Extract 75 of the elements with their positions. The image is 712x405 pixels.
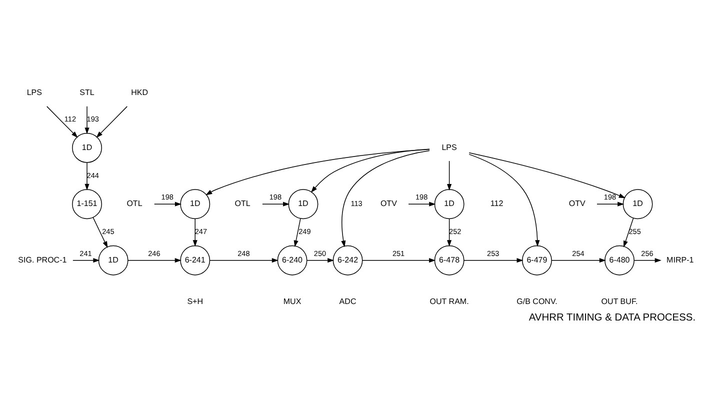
node-text: OTV bbox=[568, 198, 586, 208]
arrow bbox=[468, 153, 540, 246]
arrow bbox=[624, 217, 634, 247]
node-circle: 6-240 bbox=[277, 244, 308, 275]
node-text: STL bbox=[80, 88, 94, 97]
node-text: OTL bbox=[234, 198, 250, 208]
node-circle: 1D bbox=[622, 188, 653, 219]
arrow bbox=[596, 201, 624, 206]
arrow bbox=[154, 201, 182, 206]
node-text: MIRP-1 bbox=[666, 254, 694, 264]
edge-label: 251 bbox=[392, 248, 405, 258]
arrow bbox=[210, 258, 278, 262]
arrow bbox=[46, 106, 78, 138]
arrow bbox=[192, 218, 198, 246]
edge-label: 113 bbox=[350, 198, 362, 208]
node-label: G/B CONV. bbox=[516, 296, 558, 306]
edge-label: 246 bbox=[148, 248, 160, 258]
node-circle: 1D bbox=[288, 188, 318, 219]
arrow bbox=[362, 258, 436, 262]
arrow bbox=[468, 152, 626, 198]
node-circle: 6-480 bbox=[604, 244, 634, 275]
edge-label: 198 bbox=[415, 192, 428, 202]
edge-label: 249 bbox=[298, 226, 311, 236]
edge-label: 112 bbox=[64, 114, 76, 124]
node-label: OUT BUF. bbox=[601, 296, 638, 306]
node-circle: 1D bbox=[434, 188, 464, 219]
arrow bbox=[84, 106, 90, 134]
arrow bbox=[306, 258, 334, 262]
node-text: OTL bbox=[126, 198, 142, 208]
edge-label: 245 bbox=[102, 226, 114, 236]
label: 112 bbox=[490, 198, 504, 208]
arrow bbox=[408, 201, 436, 206]
node-circle: 6-242 bbox=[332, 244, 363, 275]
arrow bbox=[551, 258, 606, 262]
node-circle: 1-151 bbox=[72, 188, 102, 219]
arrow bbox=[310, 148, 430, 192]
arrow bbox=[128, 258, 182, 262]
arrow bbox=[84, 162, 90, 190]
node-label: OUT RAM. bbox=[430, 296, 469, 306]
arrow bbox=[464, 258, 524, 262]
edge-label: 198 bbox=[269, 192, 282, 202]
node-label: S+H bbox=[187, 296, 204, 306]
node-text: LPS bbox=[442, 142, 457, 152]
caption: AVHRR TIMING & DATA PROCESS. bbox=[528, 312, 696, 323]
node-text: LPS bbox=[26, 88, 42, 97]
edge-label: 256 bbox=[641, 248, 654, 258]
node-circle: 1D bbox=[180, 188, 210, 219]
node-circle: 1D bbox=[98, 244, 128, 275]
node-circle: 6-241 bbox=[180, 244, 210, 275]
node-label: ADC bbox=[339, 296, 356, 306]
arrow bbox=[96, 106, 128, 138]
node-text: SIG. PROC-1 bbox=[18, 254, 67, 264]
edge-label: 254 bbox=[572, 248, 584, 258]
edge-label: 198 bbox=[161, 192, 174, 202]
arrow bbox=[92, 216, 108, 248]
arrow bbox=[72, 258, 100, 262]
arrow bbox=[262, 201, 290, 206]
node-text: OTV bbox=[380, 198, 397, 208]
node-circle: 6-478 bbox=[434, 244, 464, 275]
edge-label: 198 bbox=[604, 192, 616, 202]
arrow bbox=[341, 150, 430, 247]
edge-label: 255 bbox=[628, 226, 641, 236]
node-label: MUX bbox=[283, 296, 302, 306]
node-circle: 6-479 bbox=[522, 244, 552, 275]
arrow bbox=[634, 258, 662, 262]
arrow bbox=[447, 160, 452, 190]
edge-label: 241 bbox=[80, 248, 92, 258]
arrow bbox=[447, 218, 452, 246]
arrow bbox=[206, 148, 430, 195]
arrow bbox=[294, 218, 301, 247]
edge-label: 253 bbox=[487, 248, 500, 258]
edge-label: 252 bbox=[449, 226, 462, 236]
edge-label: 248 bbox=[238, 248, 250, 258]
edge-label: 250 bbox=[314, 248, 326, 258]
node-text: HKD bbox=[131, 88, 148, 97]
